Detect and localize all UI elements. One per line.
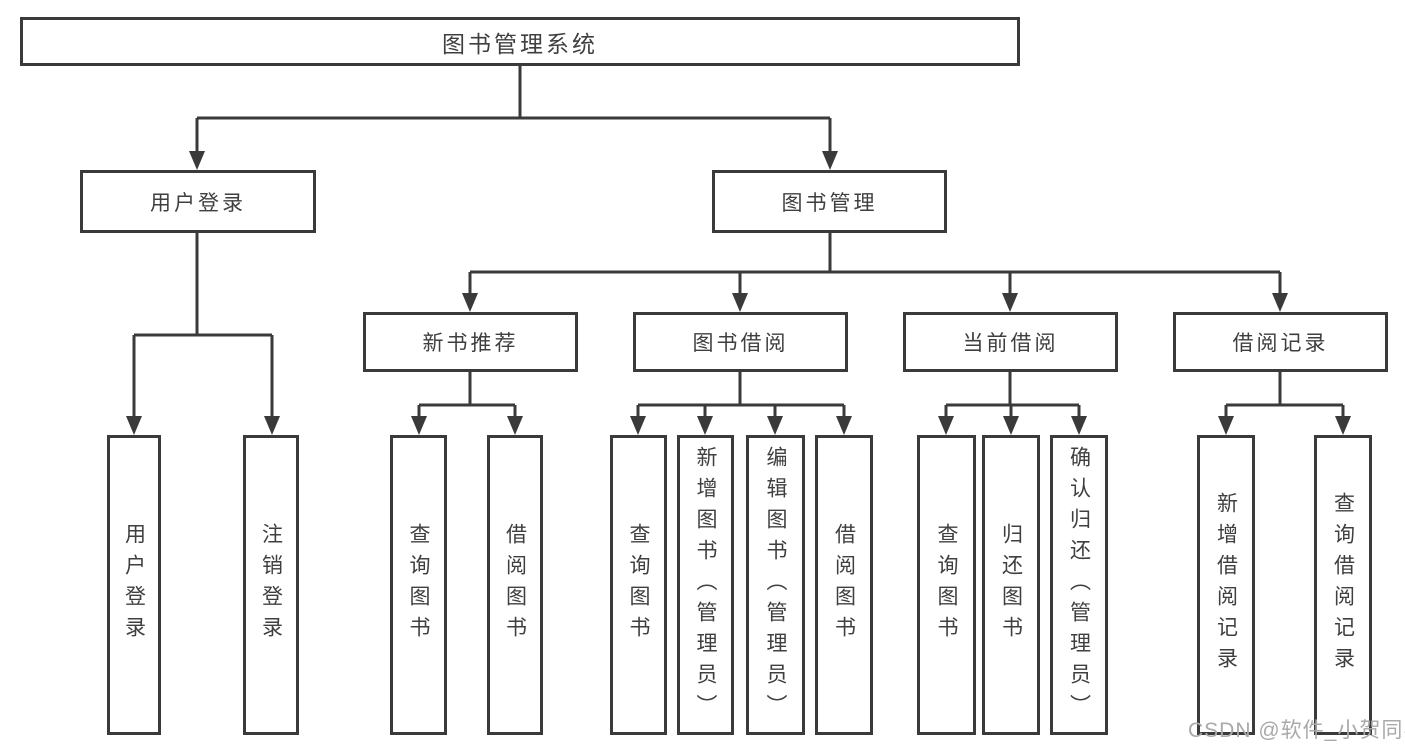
- csdn-watermark: CSDN @软件_小贺同学: [1188, 719, 1405, 742]
- node-leaf-query-books-2: 查询图书: [610, 435, 667, 735]
- node-leaf-add-books-admin: 新增图书（管理员）: [677, 435, 734, 735]
- node-label: 注销登录: [259, 523, 283, 647]
- node-label: 新增图书（管理员）: [694, 445, 717, 725]
- node-leaf-query-books-3: 查询图书: [917, 435, 976, 735]
- node-label: 用户登录: [122, 523, 146, 647]
- node-leaf-user-login: 用户登录: [107, 435, 161, 735]
- node-borrowing-records: 借阅记录: [1173, 312, 1388, 372]
- node-current-borrowing: 当前借阅: [903, 312, 1118, 372]
- node-leaf-add-borrow-record: 新增借阅记录: [1197, 435, 1255, 735]
- node-book-management: 图书管理: [712, 170, 947, 233]
- node-leaf-logout: 注销登录: [243, 435, 299, 735]
- node-label: 新增借阅记录: [1214, 492, 1238, 678]
- node-leaf-confirm-return-admin: 确认归还（管理员）: [1050, 435, 1108, 735]
- node-leaf-edit-books-admin: 编辑图书（管理员）: [746, 435, 805, 735]
- node-label: 归还图书: [999, 523, 1023, 647]
- node-label: 借阅图书: [503, 523, 527, 647]
- node-label: 查询图书: [407, 523, 430, 647]
- node-new-book-recommendation: 新书推荐: [363, 312, 578, 372]
- node-leaf-query-books-1: 查询图书: [390, 435, 447, 735]
- node-book-borrowing: 图书借阅: [633, 312, 848, 372]
- node-root: 图书管理系统: [20, 17, 1020, 66]
- node-leaf-borrow-books-2: 借阅图书: [815, 435, 873, 735]
- node-label: 查询借阅记录: [1331, 492, 1355, 678]
- node-label: 查询图书: [627, 523, 650, 647]
- node-user-login: 用户登录: [80, 170, 316, 233]
- node-leaf-return-books: 归还图书: [982, 435, 1040, 735]
- node-leaf-borrow-books-1: 借阅图书: [487, 435, 543, 735]
- arrowheads: [126, 151, 1351, 435]
- node-label: 借阅图书: [832, 523, 856, 647]
- node-leaf-query-borrow-record: 查询借阅记录: [1314, 435, 1372, 735]
- node-label: 确认归还（管理员）: [1067, 445, 1091, 725]
- node-label: 编辑图书（管理员）: [764, 445, 787, 725]
- node-label: 查询图书: [935, 523, 958, 647]
